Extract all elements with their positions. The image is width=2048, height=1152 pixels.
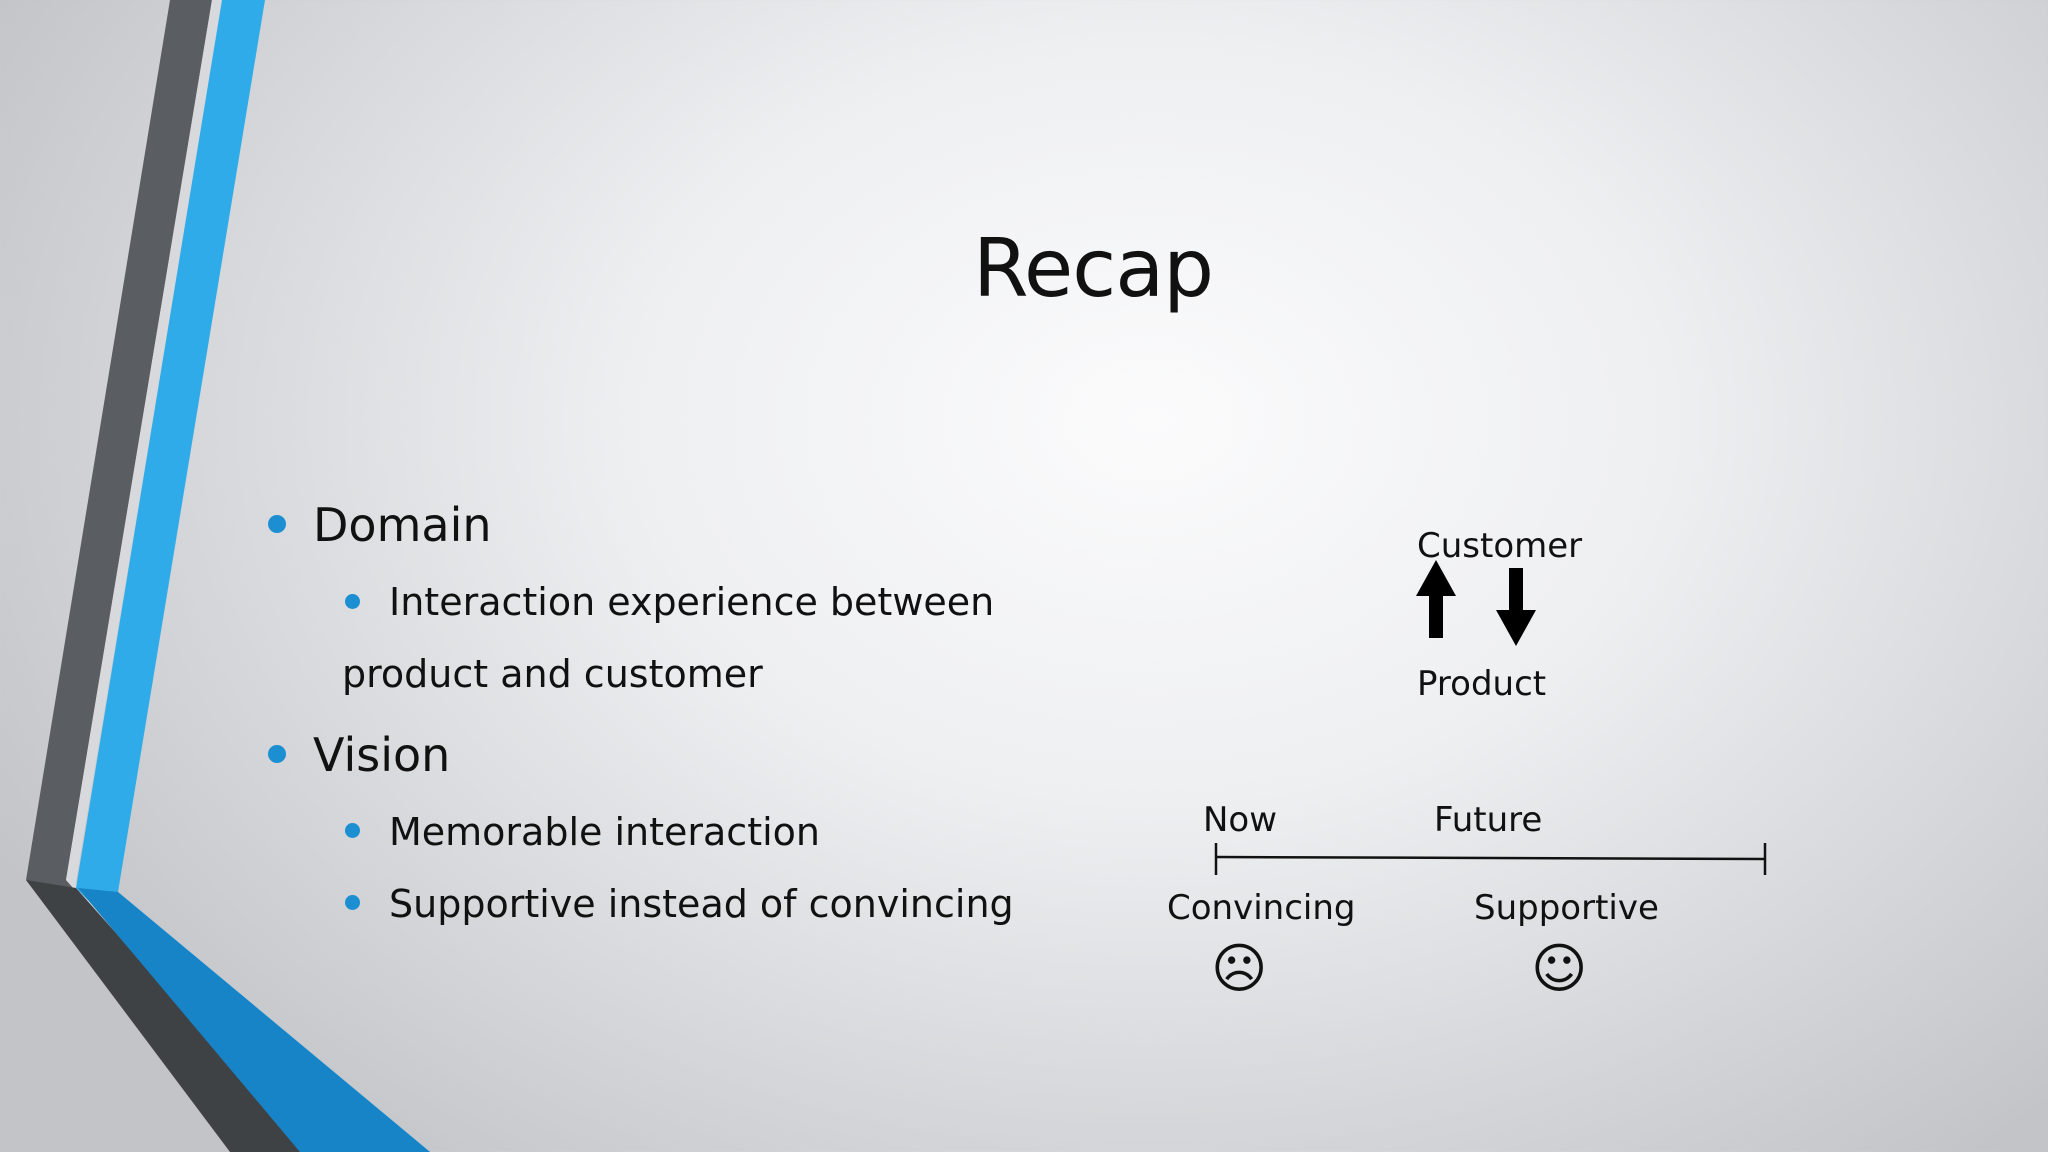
bullet-dot bbox=[345, 823, 360, 838]
slide-title: Recap bbox=[973, 222, 1214, 315]
decor-blue-band bbox=[76, 0, 430, 1152]
timeline-future-label: Future bbox=[1434, 800, 1543, 840]
bullet-dot bbox=[345, 594, 360, 609]
decor-light-band bbox=[66, 0, 320, 1152]
decor-dark-band bbox=[26, 0, 310, 1152]
bullet-interaction-experience: Interaction experience between bbox=[389, 580, 995, 624]
timeline-now-label: Now bbox=[1203, 800, 1278, 840]
bullet-dot bbox=[345, 895, 360, 910]
bullet-supportive-instead: Supportive instead of convincing bbox=[389, 882, 1014, 926]
frowning-face-icon: ☹ bbox=[1211, 937, 1268, 1000]
bullet-domain: Domain bbox=[313, 498, 492, 552]
customer-label: Customer bbox=[1417, 526, 1583, 566]
bullet-dot bbox=[268, 745, 286, 763]
timeline-convincing-label: Convincing bbox=[1167, 888, 1356, 928]
decor-lower-dark-wedge bbox=[26, 880, 310, 1152]
bullet-interaction-experience-continued: product and customer bbox=[342, 652, 763, 696]
decor-lower-blue-wedge bbox=[78, 888, 430, 1152]
timeline-supportive-label: Supportive bbox=[1474, 888, 1659, 928]
arrow-up-icon bbox=[1416, 560, 1456, 638]
bullet-memorable-interaction: Memorable interaction bbox=[389, 810, 820, 854]
bullet-vision: Vision bbox=[313, 728, 451, 782]
smiling-face-icon: ☺ bbox=[1531, 937, 1588, 1000]
bullet-dot bbox=[268, 515, 286, 533]
arrow-down-icon bbox=[1496, 568, 1536, 646]
product-label: Product bbox=[1417, 664, 1547, 704]
